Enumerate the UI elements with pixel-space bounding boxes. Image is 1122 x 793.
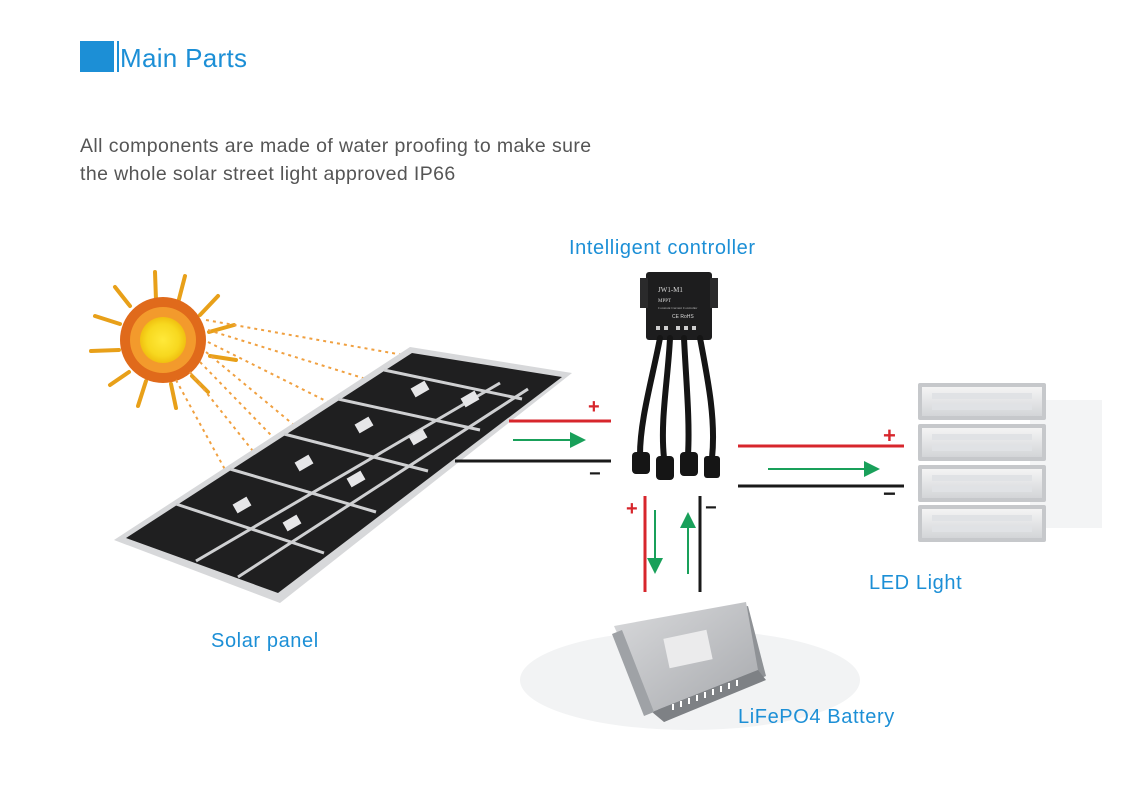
description: All components are made of water proofin… (80, 132, 592, 188)
solar-minus-sign: − (589, 463, 601, 485)
description-line-1: All components are made of water proofin… (80, 135, 592, 157)
controller-label: Intelligent controller (569, 237, 756, 259)
led-chips (932, 393, 1032, 532)
led-light-label: LED Light (869, 572, 963, 594)
controller-plugs (632, 452, 720, 480)
battery-image (520, 602, 860, 730)
controller-image: JW1-M1 MPPT Constant Current Controller … (632, 272, 720, 480)
led-module-3 (918, 465, 1046, 502)
battery-label: LiFePO4 Battery (738, 706, 895, 728)
led-module-2 (918, 424, 1046, 461)
controller-mppt: MPPT (658, 299, 671, 304)
controller-cables (637, 335, 717, 461)
led-light-image (918, 383, 1102, 542)
panel-grid (175, 368, 529, 579)
battery-vents (672, 680, 738, 710)
solar-panel-image (114, 347, 572, 603)
controller-icons (656, 326, 696, 330)
controller-marks: CE RoHS (672, 314, 694, 320)
panel-cell-corners (232, 380, 480, 532)
description-line-2: the whole solar street light approved IP… (80, 163, 456, 185)
title-marker (80, 41, 119, 72)
led-minus-sign: − (883, 481, 896, 506)
battery-minus-sign: − (705, 497, 717, 519)
sun-icon (89, 270, 238, 410)
led-plus-sign: + (883, 423, 896, 448)
led-module-4 (918, 505, 1046, 542)
solar-plus-sign: + (588, 396, 600, 418)
led-module-1 (918, 383, 1046, 420)
battery-plus-sign: + (626, 498, 638, 520)
page-title: Main Parts (120, 43, 248, 73)
solar-panel-label: Solar panel (211, 630, 319, 652)
sun-rays (89, 270, 238, 410)
controller-model: JW1-M1 (658, 286, 683, 294)
controller-subtitle: Constant Current Controller (658, 306, 698, 310)
